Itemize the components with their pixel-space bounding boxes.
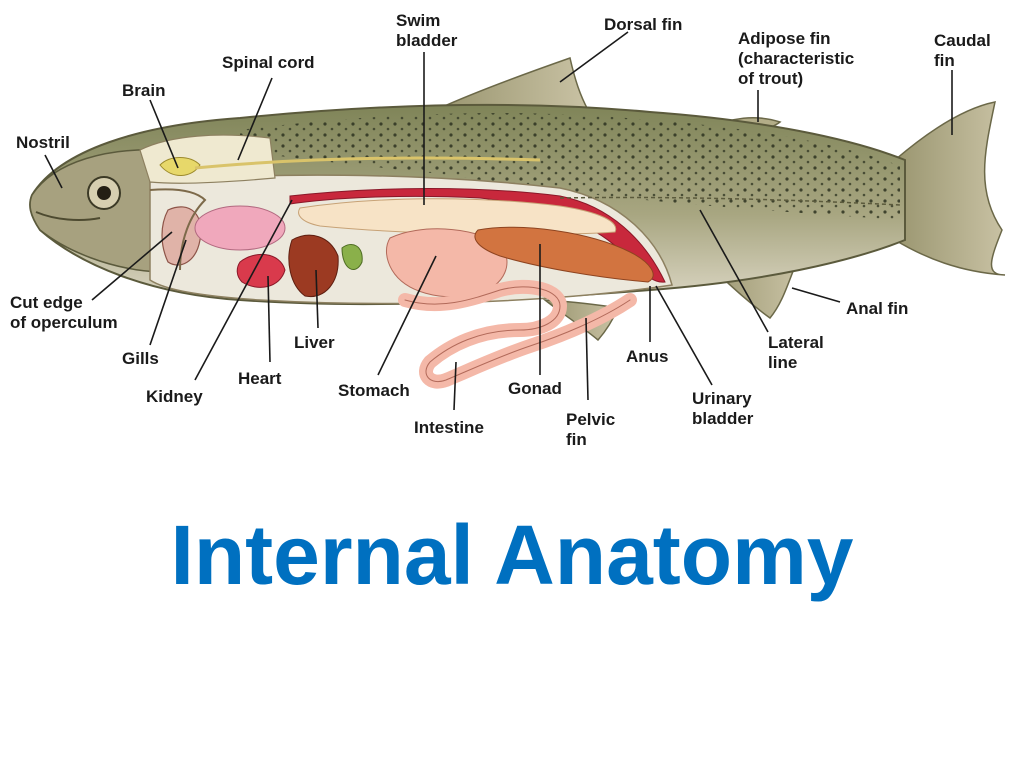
swim-bladder	[298, 198, 617, 235]
gonad	[474, 226, 654, 283]
label-kidney: Kidney	[146, 387, 203, 406]
label-gills: Gills	[122, 349, 159, 368]
brain	[159, 157, 201, 176]
label-heart: Heart	[238, 369, 282, 388]
label-intestine: Intestine	[414, 418, 484, 437]
gall-bladder	[341, 244, 363, 271]
lateral-line	[559, 196, 901, 206]
pink-organ	[194, 205, 286, 251]
body-spots	[240, 113, 900, 220]
label-liver: Liver	[294, 333, 335, 352]
operculum-cut	[149, 188, 207, 271]
label-dorsal-fin: Dorsal fin	[604, 15, 682, 34]
label-nostril: Nostril	[16, 133, 70, 152]
mouth	[35, 211, 101, 221]
leader-lines	[44, 31, 953, 411]
spinal-cord	[194, 156, 541, 170]
label-spinal-cord: Spinal cord	[222, 53, 315, 72]
liver	[288, 234, 339, 298]
slide-title: Internal Anatomy	[170, 508, 854, 602]
label-stomach: Stomach	[338, 381, 410, 400]
label-gonad: Gonad	[508, 379, 562, 398]
label-anus: Anus	[626, 347, 669, 366]
label-anal-fin: Anal fin	[846, 299, 908, 318]
label-brain: Brain	[122, 81, 165, 100]
brain-area	[139, 134, 276, 184]
caudal-fin-shape	[894, 101, 1006, 276]
dorsal-fin-shape	[439, 57, 590, 111]
